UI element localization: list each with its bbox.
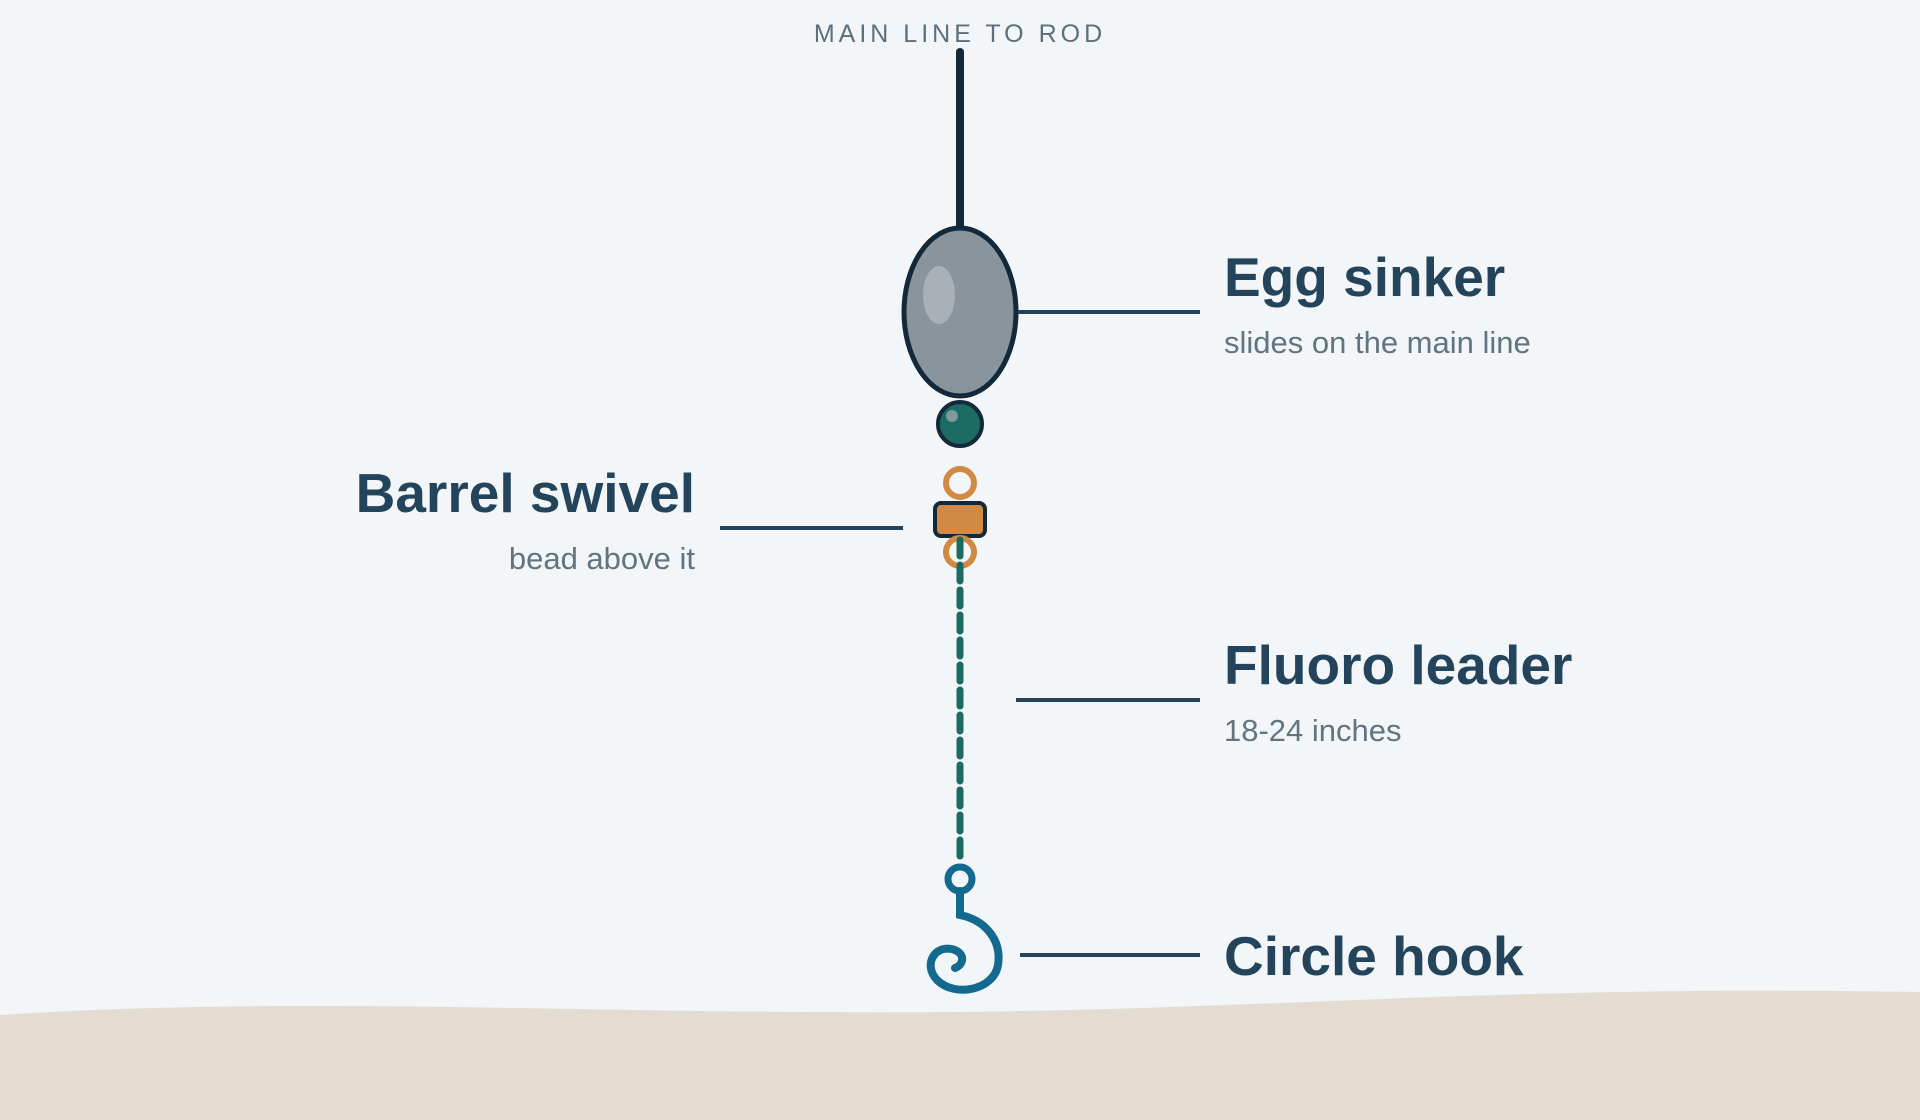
egg-sinker (901, 225, 1019, 399)
circle-hook (926, 863, 1003, 994)
fluoro-leader-title: Fluoro leader (1224, 634, 1573, 696)
barrel-swivel-label: Barrel swivel bead above it (355, 462, 695, 576)
egg-sinker-note: slides on the main line (1224, 325, 1531, 360)
fluoro-leader-label: Fluoro leader 18-24 inches (1224, 634, 1573, 748)
barrel-swivel-title: Barrel swivel (355, 462, 695, 524)
main-line-caption: MAIN LINE TO ROD (813, 20, 1107, 48)
fluoro-leader-note: 18-24 inches (1224, 713, 1402, 748)
bead (936, 400, 984, 448)
egg-sinker-label: Egg sinker slides on the main line (1224, 246, 1531, 360)
seabed (0, 990, 1920, 1120)
egg-sinker-title: Egg sinker (1224, 246, 1506, 308)
barrel-swivel-note: bead above it (508, 541, 695, 576)
circle-hook-label: Circle hook (1224, 929, 1524, 984)
circle-hook-title: Circle hook (1224, 925, 1524, 987)
